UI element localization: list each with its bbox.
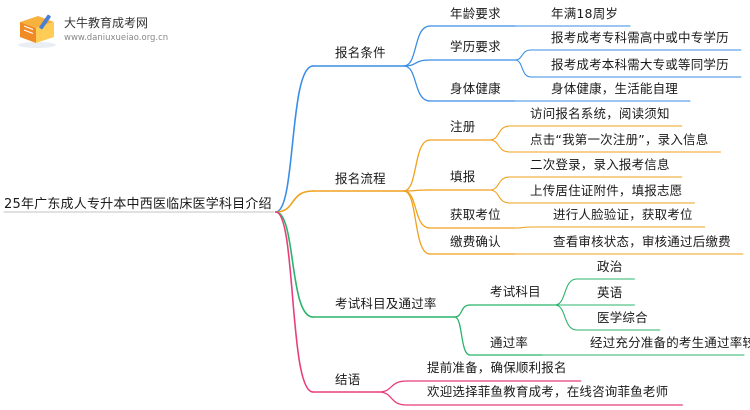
leaf-connector-2-2-1 <box>488 176 511 191</box>
node-connector-4-1 <box>377 380 408 393</box>
branch-1-node-1: 年龄要求 <box>450 6 501 21</box>
branch-2-node-3-leaf-1: 进行人脸验证，获取考位 <box>553 207 693 222</box>
book-pencil-icon <box>18 14 56 48</box>
branch-3-node-1-leaf-3: 医学综合 <box>597 310 648 325</box>
branch-1: 报名条件 <box>335 45 386 60</box>
branch-2-node-2-leaf-2: 上传居住证附件，填报志愿 <box>530 183 683 198</box>
node-connector-3-2 <box>453 316 471 356</box>
branch-3-node-1: 考试科目 <box>490 284 541 299</box>
leaf-connector-2-3-1 <box>514 226 534 229</box>
leaf-connector-2-1-1 <box>488 125 511 141</box>
branch-2-node-1: 注册 <box>450 119 476 134</box>
branch-connector-2 <box>274 190 314 213</box>
brand-url: www.daniuxueiao.org.cn <box>64 33 169 43</box>
root-topic: 25年广东成人专升本中西医临床医学科目介绍 <box>4 197 272 212</box>
leaf-connector-1-2-2 <box>514 59 532 78</box>
node-connector-1-3 <box>403 65 431 102</box>
leaf-connector-3-1-1 <box>554 278 578 306</box>
branch-2-node-1-leaf-1: 访问报名系统，阅读须知 <box>530 106 670 121</box>
branch-2-node-3: 获取考位 <box>450 207 501 222</box>
node-connector-2-3 <box>403 190 431 229</box>
node-connector-4-2 <box>377 391 408 406</box>
leaf-connector-2-1-2 <box>488 139 511 153</box>
branch-4-node-1: 提前准备，确保顺利报名 <box>427 360 567 375</box>
node-connector-2-4 <box>403 190 431 255</box>
branch-3: 考试科目及通过率 <box>335 296 437 311</box>
branch-2-node-4-leaf-1: 查看审核状态，审核通过后缴费 <box>553 234 731 249</box>
node-connector-1-2 <box>403 59 431 67</box>
branch-3-node-2-leaf-1: 经过充分准备的考生通过率较高 <box>590 335 750 350</box>
brand-logo <box>14 12 60 50</box>
branch-1-node-2: 学历要求 <box>450 39 501 54</box>
branch-4: 结语 <box>335 372 361 387</box>
branch-4-node-2: 欢迎选择菲鱼教育成考，在线咨询菲鱼老师 <box>427 384 669 399</box>
branch-2-node-2: 填报 <box>450 169 476 184</box>
leaf-connector-3-1-3 <box>554 304 578 331</box>
branch-3-node-2: 通过率 <box>490 335 529 350</box>
node-connector-1-1 <box>403 25 431 67</box>
branch-3-node-1-leaf-2: 英语 <box>597 285 623 300</box>
branch-connector-4 <box>274 211 314 393</box>
leaf-connector-1-2-1 <box>514 49 532 61</box>
node-connector-3-1 <box>453 304 471 318</box>
leaf-connector-2-2-2 <box>488 189 511 204</box>
branch-2-node-2-leaf-1: 二次登录，录入报考信息 <box>530 157 670 172</box>
brand-title: 大牛教育成考网 <box>64 16 149 30</box>
branch-connector-1 <box>274 65 314 213</box>
branch-1-node-2-leaf-1: 报考成考专科需高中或中专学历 <box>551 30 729 45</box>
branch-1-node-3: 身体健康 <box>450 81 501 96</box>
branch-2-node-4: 缴费确认 <box>450 234 501 249</box>
branch-1-node-2-leaf-2: 报考成考本科需大专或等同学历 <box>551 57 729 72</box>
branch-1-node-1-leaf-1: 年满18周岁 <box>551 6 619 21</box>
branch-1-node-3-leaf-1: 身体健康，生活能自理 <box>551 81 679 96</box>
branch-3-node-1-leaf-1: 政治 <box>597 259 623 274</box>
branch-2: 报名流程 <box>335 171 386 186</box>
branch-connector-3 <box>274 211 314 318</box>
branch-2-node-1-leaf-2: 点击“我第一次注册”，录入信息 <box>530 132 709 147</box>
node-connector-2-1 <box>403 139 431 192</box>
